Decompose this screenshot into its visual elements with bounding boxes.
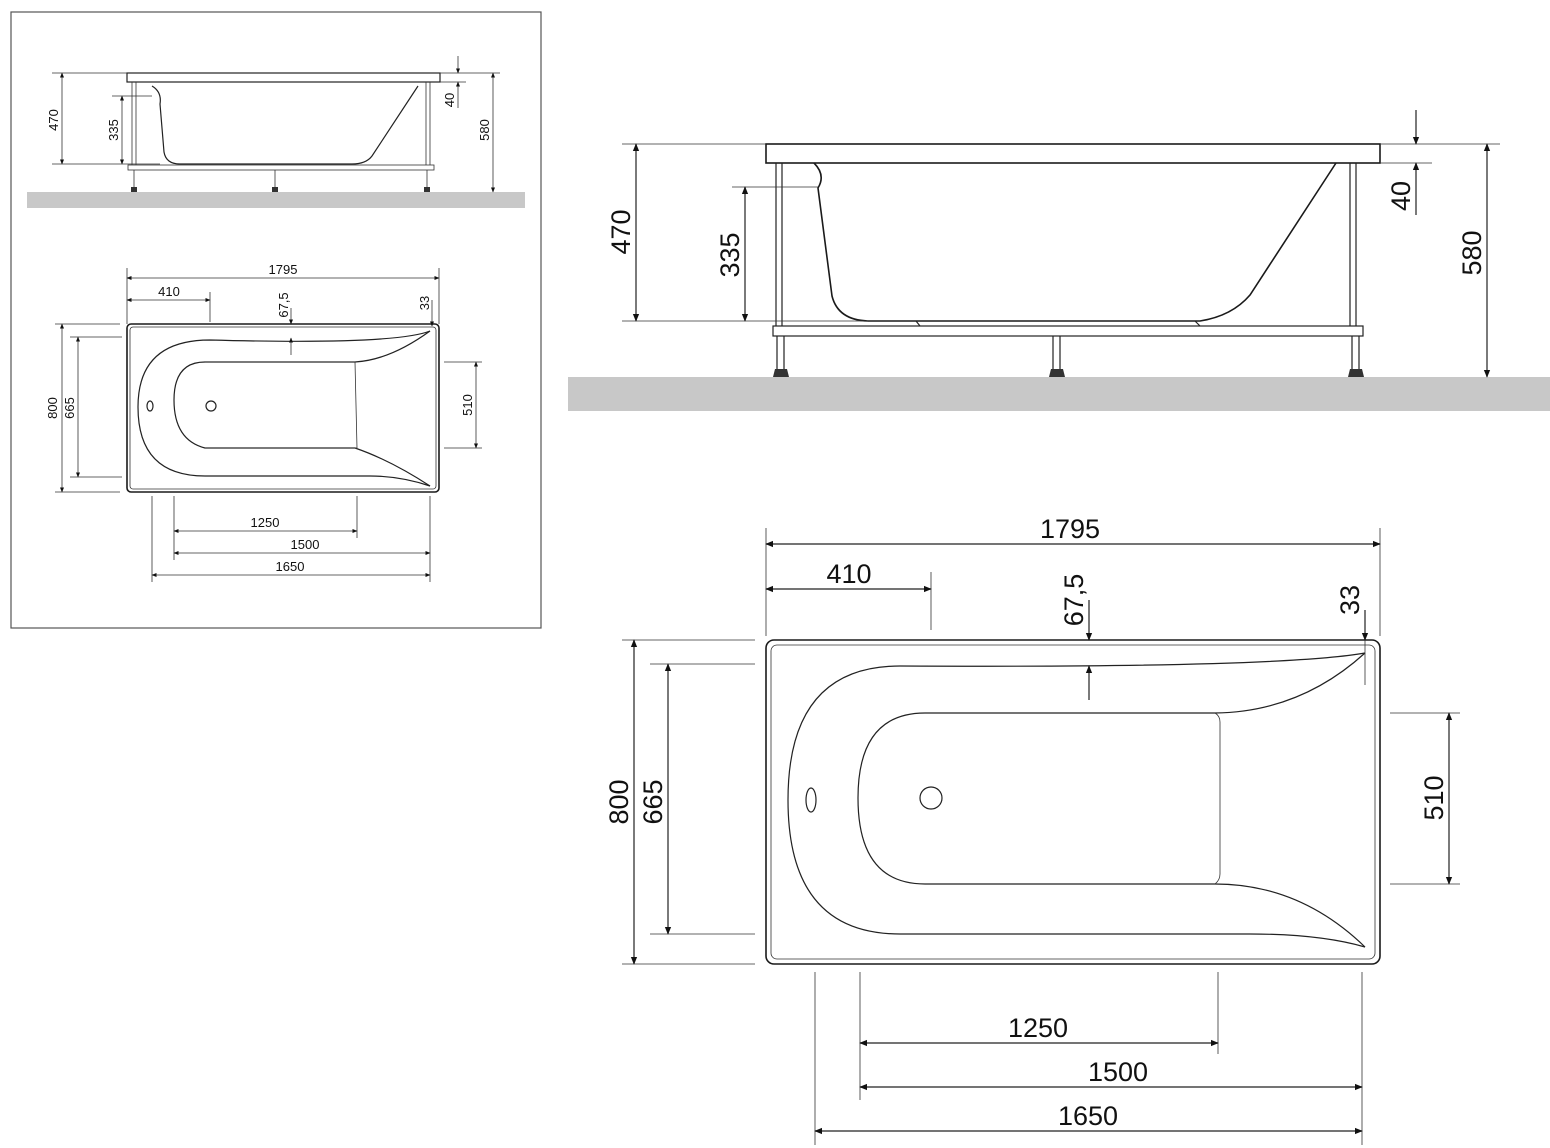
thumb-outer-rim xyxy=(126,323,440,493)
thumb-dim-33: 33 xyxy=(417,296,432,310)
foot-right xyxy=(1348,369,1364,377)
tub-rim xyxy=(765,143,1381,164)
thumb-overflow xyxy=(146,400,154,412)
top-view: 1795 410 67,5 33 800 665 510 xyxy=(604,514,1460,1145)
dim-410: 410 xyxy=(826,559,871,589)
floor xyxy=(568,377,1550,411)
thumb-dim-410: 410 xyxy=(158,284,180,299)
dim-1250: 1250 xyxy=(1008,1013,1068,1043)
bowl-flat-end xyxy=(1214,712,1221,885)
dim-335: 335 xyxy=(715,232,745,277)
thumb-dim-1500: 1500 xyxy=(291,537,320,552)
dim-580: 580 xyxy=(1457,230,1487,275)
dim-33: 33 xyxy=(1335,585,1365,615)
dim-1650: 1650 xyxy=(1058,1101,1118,1131)
tub-outline xyxy=(787,652,1366,948)
thumbnail-panel: 470 335 40 580 1795 xyxy=(10,11,542,629)
foot-middle xyxy=(1049,369,1065,377)
thumb-dim-1795: 1795 xyxy=(269,262,298,277)
thumb-inner-bowl xyxy=(173,330,431,487)
outer-rim xyxy=(765,639,1381,965)
frame-bar xyxy=(772,325,1364,337)
thumb-drain xyxy=(205,400,217,412)
dim-1795: 1795 xyxy=(1040,514,1100,544)
dim-665: 665 xyxy=(638,779,668,824)
thumb-dim-665: 665 xyxy=(62,397,77,419)
thumb-dim-580: 580 xyxy=(477,119,492,141)
thumb-dim-470: 470 xyxy=(46,109,61,131)
thumb-floor xyxy=(27,192,525,208)
thumb-dim-1250: 1250 xyxy=(251,515,280,530)
thumb-dim-510: 510 xyxy=(460,394,475,416)
thumb-dim-67-5: 67,5 xyxy=(276,292,291,317)
dim-510: 510 xyxy=(1419,775,1449,820)
thumb-dim-335: 335 xyxy=(106,119,121,141)
inner-bowl xyxy=(857,652,1366,948)
thumb-dim-1650: 1650 xyxy=(276,559,305,574)
dim-800: 800 xyxy=(604,779,634,824)
thumb-top-view: 1795 410 67,5 33 800 665 510 xyxy=(45,262,482,582)
thumbnail-frame xyxy=(10,11,542,629)
dim-1500: 1500 xyxy=(1088,1057,1148,1087)
tub-body xyxy=(813,162,1337,322)
dim-40: 40 xyxy=(1386,181,1416,211)
dim-67-5: 67,5 xyxy=(1059,574,1089,627)
side-view: 470 335 40 580 xyxy=(568,110,1550,411)
drain xyxy=(919,786,943,810)
thumb-dim-800: 800 xyxy=(45,397,60,419)
thumb-tub-outline xyxy=(137,330,431,487)
thumb-frame-bar xyxy=(127,164,435,171)
overflow xyxy=(805,787,817,813)
thumb-rim xyxy=(126,72,441,83)
thumb-tub-body xyxy=(151,85,419,165)
dim-470: 470 xyxy=(606,209,636,254)
thumb-side-view: 470 335 40 580 xyxy=(27,56,525,208)
foot-left xyxy=(773,369,789,377)
thumb-dim-40: 40 xyxy=(442,93,457,107)
